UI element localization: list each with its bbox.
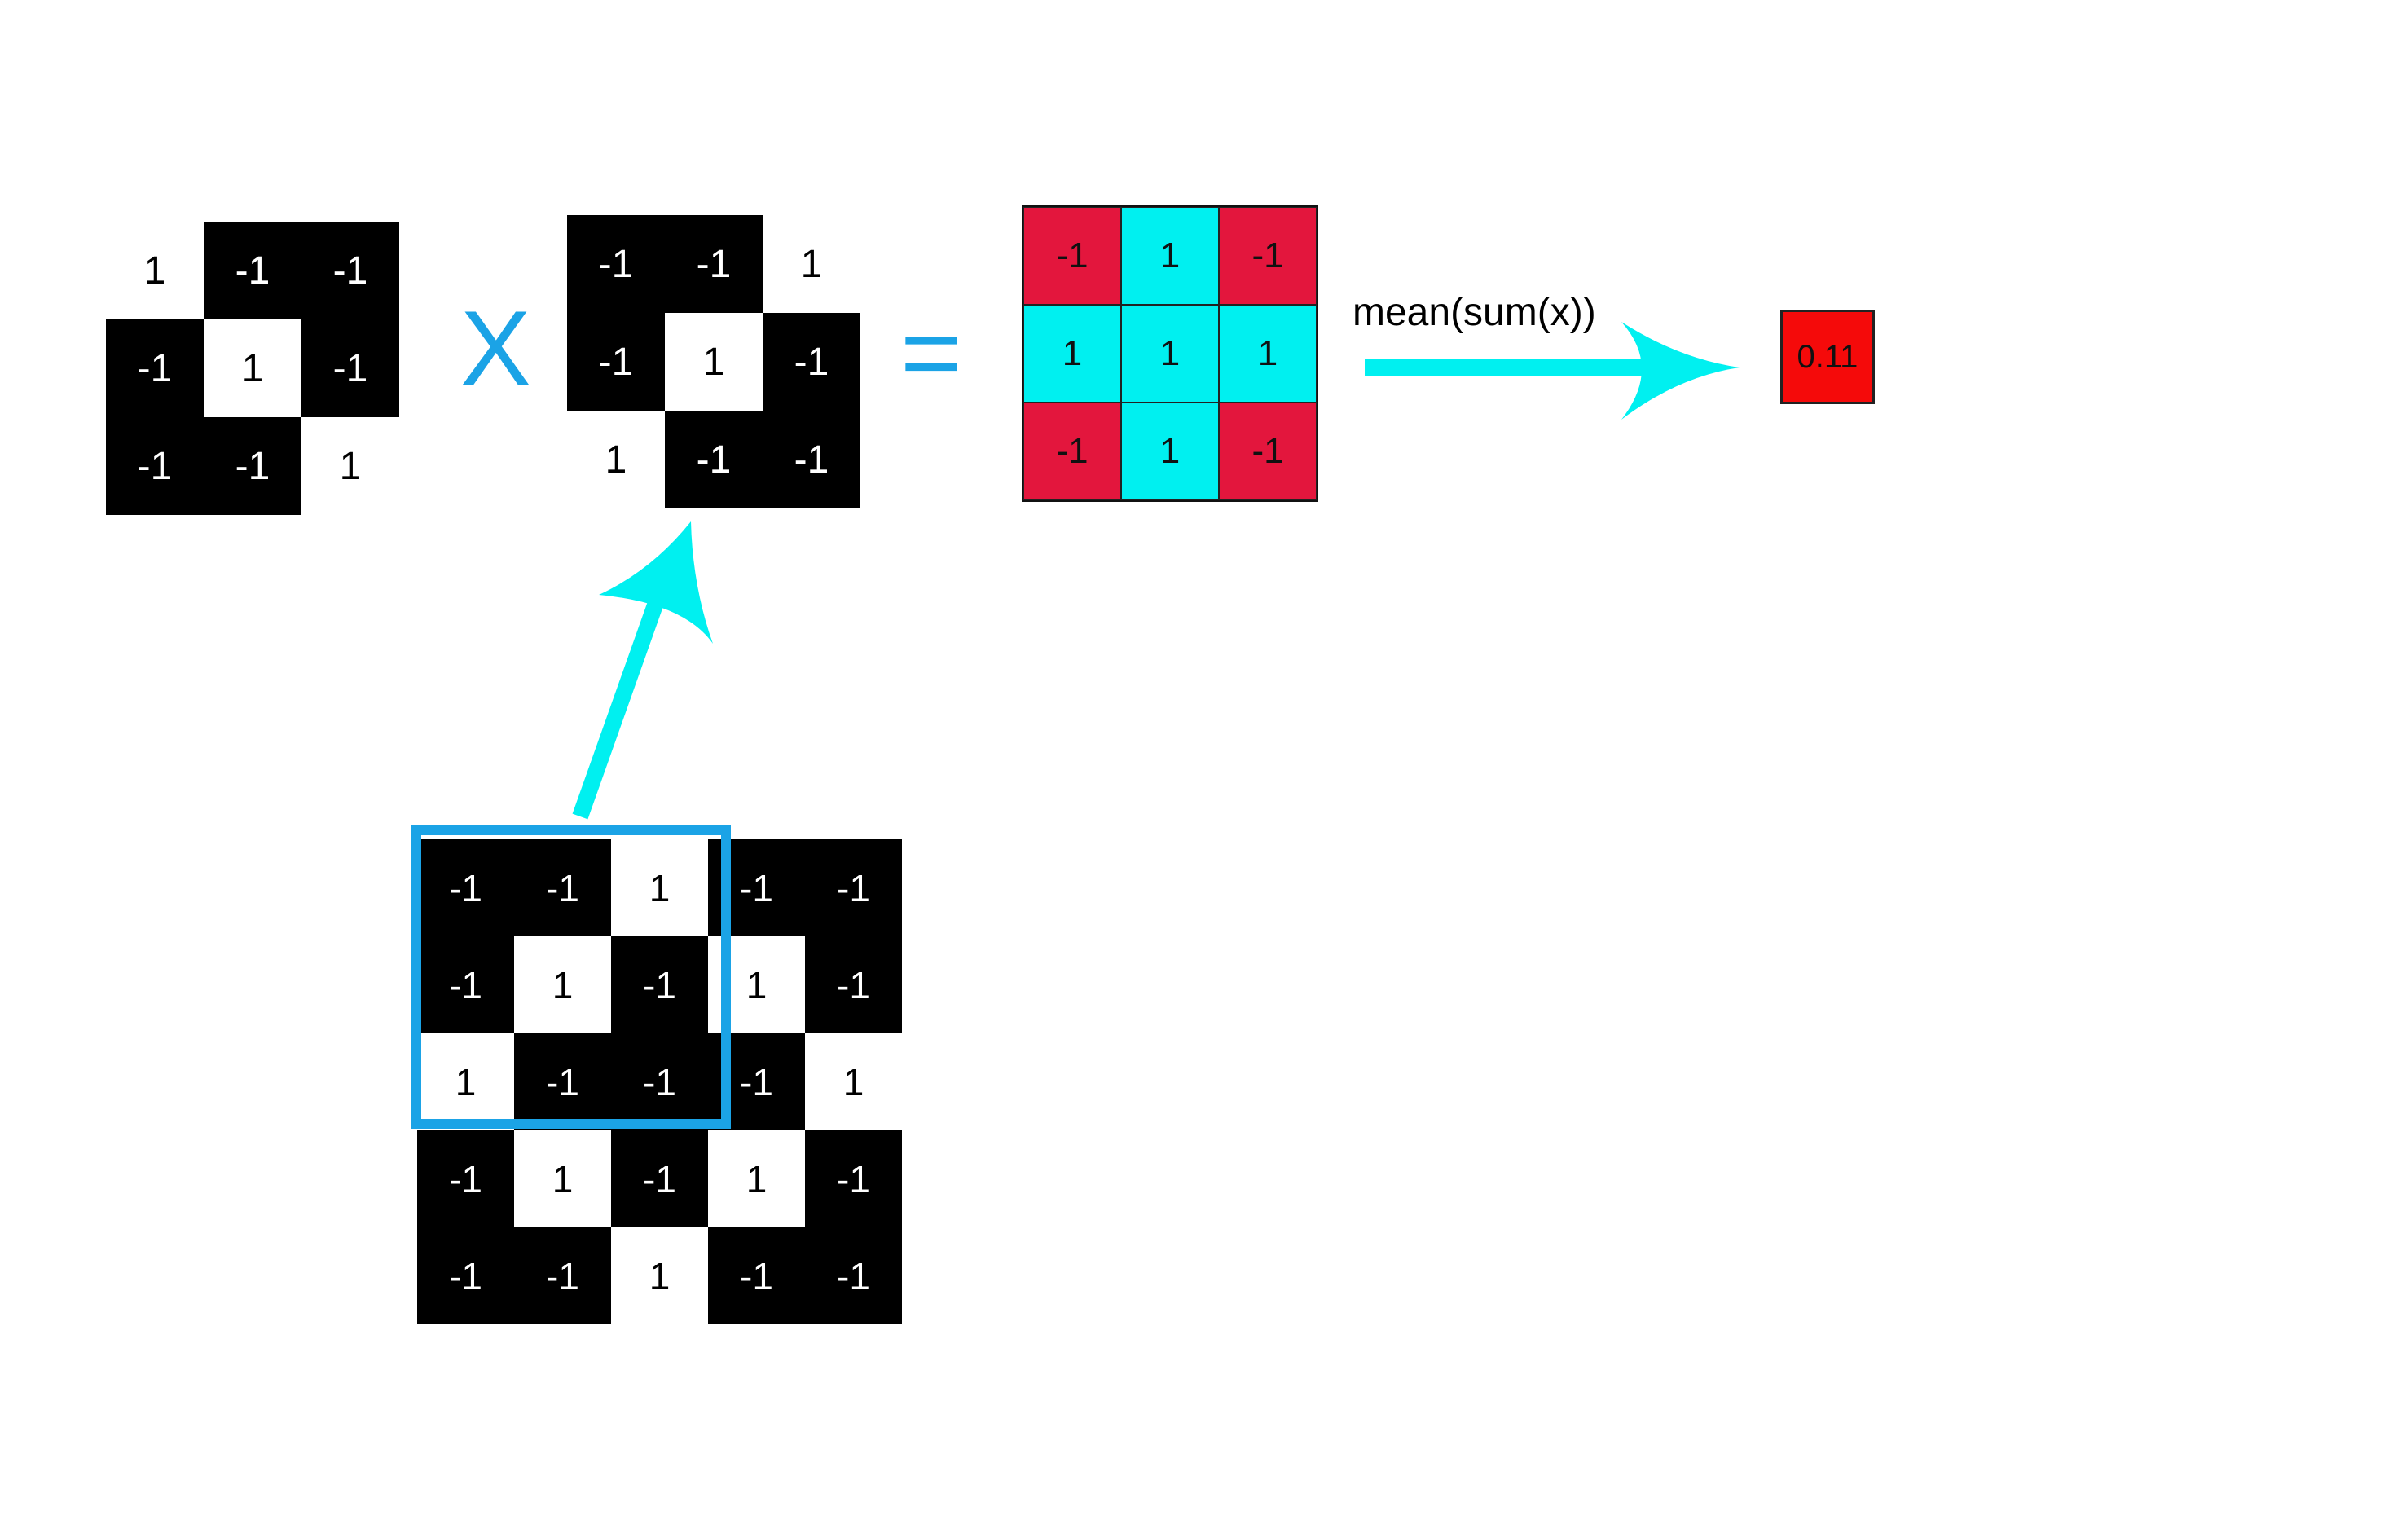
output-value: 0.11 <box>1797 338 1858 375</box>
result-cell: -1 <box>1023 207 1121 305</box>
image-cell: -1 <box>417 839 514 936</box>
image-cell: -1 <box>417 936 514 1033</box>
image-cell: -1 <box>514 1227 611 1324</box>
patch-cell: -1 <box>567 313 665 411</box>
result-cell: 1 <box>1121 403 1219 500</box>
filter-cell: 1 <box>204 319 301 417</box>
right-arrow <box>1365 322 1740 420</box>
image-cell: -1 <box>611 936 708 1033</box>
result-cell: 1 <box>1121 207 1219 305</box>
patch-cell: -1 <box>665 411 763 508</box>
image-cell: -1 <box>417 1227 514 1324</box>
result-cell: -1 <box>1023 403 1121 500</box>
image-cell: 1 <box>417 1033 514 1130</box>
patch-cell: -1 <box>665 215 763 313</box>
patch-cell: -1 <box>763 313 860 411</box>
image-cell: -1 <box>417 1130 514 1227</box>
image-cell: -1 <box>611 1130 708 1227</box>
patch-cell: 1 <box>763 215 860 313</box>
patch-cell: -1 <box>763 411 860 508</box>
image-cell: -1 <box>708 1227 805 1324</box>
image-cell: -1 <box>805 839 902 936</box>
image-cell: -1 <box>805 1130 902 1227</box>
filter-cell: -1 <box>301 222 399 319</box>
filter-cell: -1 <box>106 319 204 417</box>
filter-cell: -1 <box>204 417 301 515</box>
patch-cell: -1 <box>567 215 665 313</box>
image-cell: 1 <box>514 936 611 1033</box>
result-cell: -1 <box>1219 403 1317 500</box>
sliding-window-highlight <box>411 825 731 1129</box>
image-cell: -1 <box>805 1227 902 1324</box>
multiply-operator: X <box>460 288 531 407</box>
image-cell: 1 <box>805 1033 902 1130</box>
image-cell: 1 <box>611 839 708 936</box>
filter-cell: -1 <box>106 417 204 515</box>
result-cell: 1 <box>1023 305 1121 403</box>
image-cell: -1 <box>805 936 902 1033</box>
image-cell: -1 <box>514 1033 611 1130</box>
result-cell: 1 <box>1219 305 1317 403</box>
image-cell: -1 <box>514 839 611 936</box>
up-arrow <box>572 521 713 820</box>
image-cell: -1 <box>611 1033 708 1130</box>
equals-operator: = <box>900 293 962 411</box>
patch-cell: 1 <box>567 411 665 508</box>
image-cell: 1 <box>708 1130 805 1227</box>
output-value-box: 0.11 <box>1780 310 1875 404</box>
patch-cell: 1 <box>665 313 763 411</box>
filter-cell: -1 <box>204 222 301 319</box>
result-cell: 1 <box>1121 305 1219 403</box>
image-cell: 1 <box>514 1130 611 1227</box>
filter-cell: -1 <box>301 319 399 417</box>
filter-cell: 1 <box>106 222 204 319</box>
image-cell: 1 <box>611 1227 708 1324</box>
filter-cell: 1 <box>301 417 399 515</box>
operation-label: mean(sum(x)) <box>1353 291 1596 334</box>
result-cell: -1 <box>1219 207 1317 305</box>
